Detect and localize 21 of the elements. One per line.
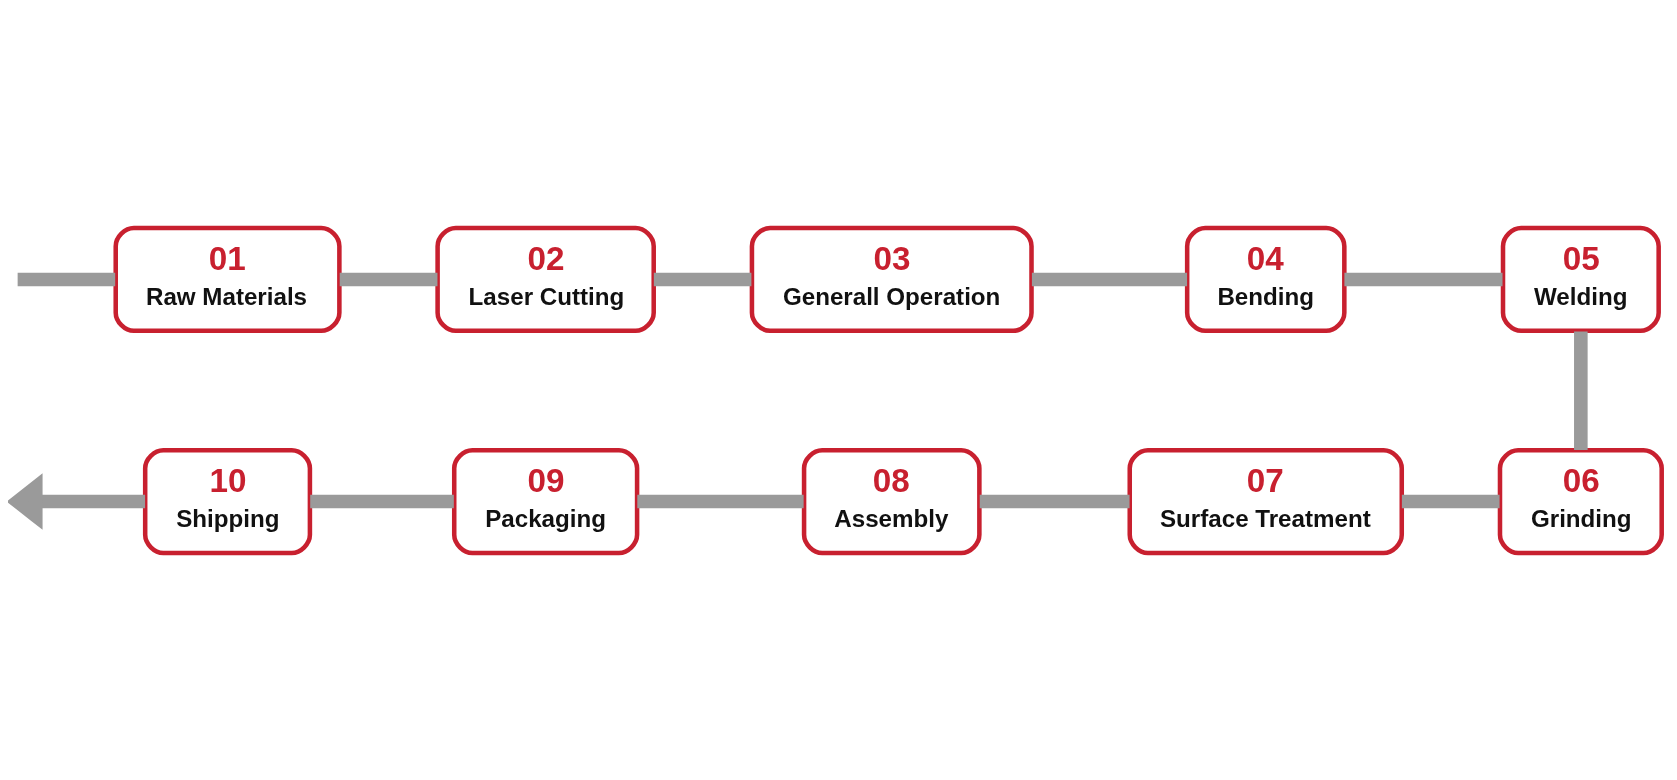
node-box: 04 Bending xyxy=(1184,225,1347,333)
connector xyxy=(339,272,438,286)
node-box: 01 Raw Materials xyxy=(113,225,342,333)
node-box: 09 Packaging xyxy=(451,447,640,555)
connector xyxy=(1574,330,1588,450)
connector xyxy=(653,272,752,286)
connector xyxy=(1031,272,1188,286)
node-box: 07 Surface Treatment xyxy=(1127,447,1405,555)
node-box: 05 Welding xyxy=(1500,225,1661,333)
node-box: 02 Laser Cutting xyxy=(435,225,656,333)
connector xyxy=(17,272,116,286)
node-box: 10 Shipping xyxy=(142,447,313,555)
connector xyxy=(979,494,1130,508)
connector xyxy=(637,494,804,508)
node-box: 08 Assembly xyxy=(801,447,982,555)
node-box: 06 Grinding xyxy=(1497,447,1664,555)
connector xyxy=(1401,494,1500,508)
connector xyxy=(1344,272,1503,286)
connector xyxy=(310,494,454,508)
arrow xyxy=(8,472,146,530)
node-box: 03 Generall Operation xyxy=(749,225,1034,333)
